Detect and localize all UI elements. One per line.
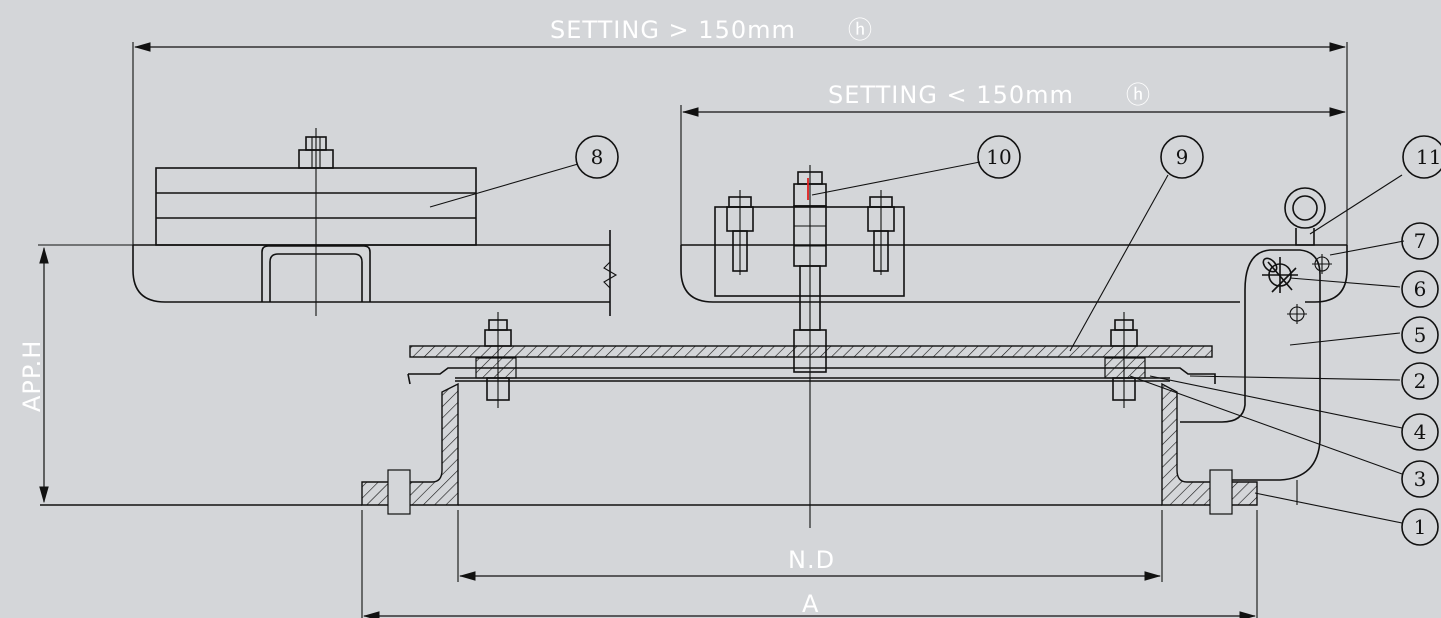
balloon-9: 9	[1160, 135, 1204, 179]
balloons: 8 10 9 11 7 6 5 2 4 3 1	[575, 135, 1441, 546]
svg-text:3: 3	[1414, 467, 1427, 491]
bottom-dimensions: N.D A	[361, 510, 1258, 618]
setting-large-label: SETTING > 150mm	[550, 16, 796, 44]
svg-text:11: 11	[1416, 145, 1441, 169]
frame-base	[40, 382, 1258, 515]
balloon-7: 7	[1401, 222, 1439, 260]
nominal-label: N.D	[788, 546, 835, 574]
balloon-1: 1	[1401, 508, 1439, 546]
height-dimension: APP.H	[18, 244, 133, 504]
balloon-4: 4	[1401, 413, 1439, 451]
balloon-6: 6	[1401, 270, 1439, 308]
leader-lines	[429, 161, 1405, 524]
balloon-10: 10	[977, 135, 1021, 179]
overall-label: A	[802, 590, 819, 618]
balloon-3: 3	[1401, 460, 1439, 498]
svg-text:2: 2	[1414, 369, 1427, 393]
svg-text:8: 8	[591, 145, 604, 169]
setting-large-dimension: SETTING > 150mm ⓗ	[132, 16, 1348, 245]
height-label: APP.H	[18, 340, 46, 412]
svg-text:1: 1	[1414, 515, 1427, 539]
setting-large-suffix: ⓗ	[848, 16, 873, 44]
svg-text:6: 6	[1414, 277, 1427, 301]
svg-text:10: 10	[986, 145, 1011, 169]
left-frame-detail	[132, 128, 618, 316]
balloon-5: 5	[1401, 316, 1439, 354]
svg-text:7: 7	[1414, 229, 1427, 253]
svg-text:4: 4	[1414, 420, 1427, 444]
cover-plate	[407, 345, 1216, 385]
svg-text:5: 5	[1414, 323, 1427, 347]
setting-small-suffix: ⓗ	[1126, 81, 1151, 109]
balloon-11: 11	[1402, 135, 1441, 179]
svg-text:9: 9	[1176, 145, 1189, 169]
setting-small-label: SETTING < 150mm	[828, 81, 1074, 109]
balloon-2: 2	[1401, 362, 1439, 400]
setting-small-dimension: SETTING < 150mm ⓗ	[680, 81, 1347, 245]
balloon-8: 8	[575, 135, 619, 179]
plate-bolts	[484, 312, 1138, 408]
